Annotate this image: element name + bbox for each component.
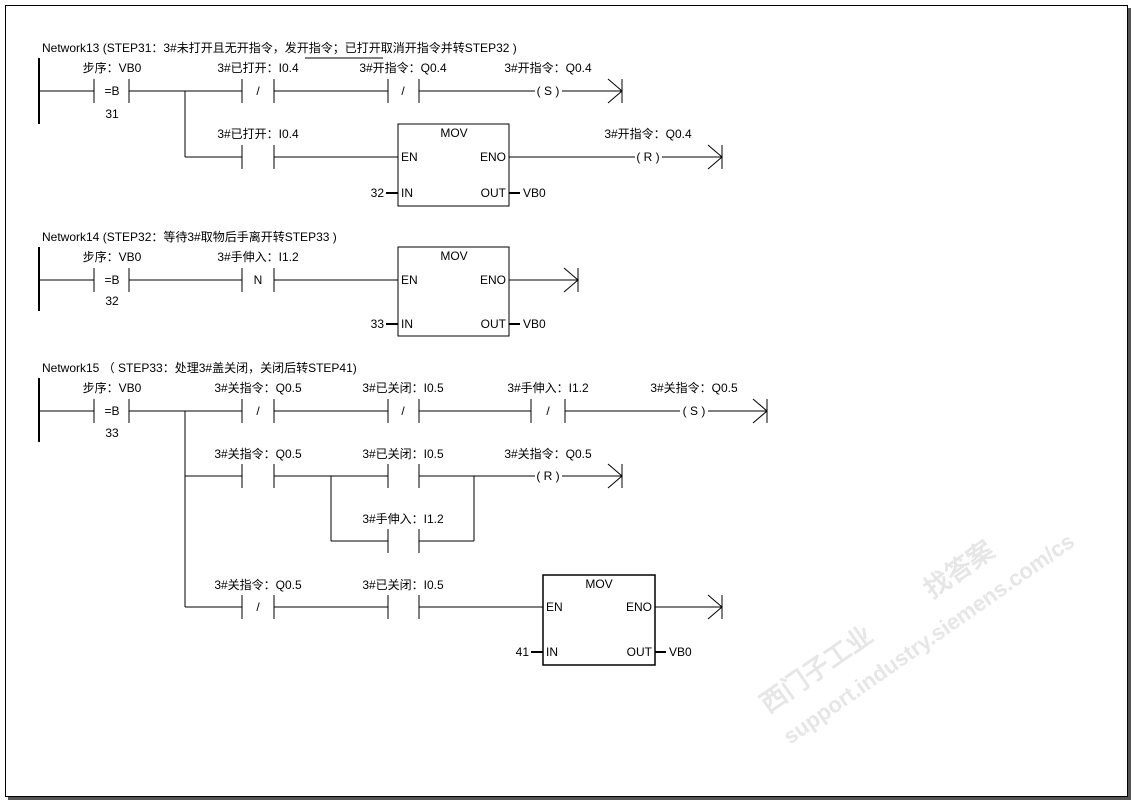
network-15: Network15 （ STEP33：处理3#盖关闭，关闭后转STEP41) 步… [38,360,768,666]
coil-label: 3#关指令：Q0.5 [650,380,738,395]
rung-end-arrow [562,78,623,104]
compare-value: 32 [105,294,119,308]
nc-contact-i0.5[interactable]: 3#已关闭：I0.5 / [362,381,444,423]
rung-end-arrow [655,594,723,620]
contact-label: 3#已关闭：I0.5 [362,381,444,395]
compare-label: 步序：VB0 [83,249,142,264]
network-title: Network13 (STEP31：3#未打开且无开指令，发开指令；已打开取消开… [42,40,517,55]
reset-coil-q0.4[interactable]: 3#开指令：Q0.4 ( R ) [604,126,692,164]
nc-contact-q0.4[interactable]: 3#开指令：Q0.4 / [359,60,447,103]
nc-contact-q0.5[interactable]: 3#关指令：Q0.5 / [214,380,302,423]
mov-in-value: 32 [371,186,385,200]
coil-symbol: ( S ) [683,404,706,418]
mov-eno: ENO [480,273,506,287]
coil-symbol: ( R ) [536,469,559,483]
rung-end-arrow [509,267,579,293]
mov-in: IN [546,645,558,659]
mov-block[interactable]: MOV EN ENO IN OUT 32 VB0 [371,123,546,207]
compare-op: =B [104,273,119,287]
mov-eno: ENO [626,600,652,614]
rung-end-arrow [708,398,768,424]
no-contact-i0.4[interactable]: 3#已打开：I0.4 [217,127,299,169]
contact-symbol: / [546,404,550,418]
compare-value: 31 [105,107,119,121]
mov-out-value: VB0 [523,186,546,200]
contact-label: 3#关指令：Q0.5 [214,380,302,395]
contact-label: 3#关指令：Q0.5 [214,446,302,461]
compare-contact[interactable]: 步序：VB0 =B 32 [39,249,142,308]
network-14: Network14 (STEP32：等待3#取物后手离开转STEP33 ) 步序… [38,229,579,337]
mov-out: OUT [627,645,653,659]
no-contact-i0.5[interactable]: 3#已关闭：I0.5 [362,447,444,488]
contact-symbol: / [256,84,260,98]
coil-label: 3#关指令：Q0.5 [504,446,592,461]
contact-symbol: / [401,84,405,98]
no-contact-i1.2[interactable]: 3#手伸入：I1.2 [362,512,444,553]
no-contact-q0.5[interactable]: 3#关指令：Q0.5 [214,446,302,488]
compare-contact[interactable]: 步序：VB0 =B 33 [39,380,142,440]
rung-end-arrow [662,144,723,170]
coil-label: 3#开指令：Q0.4 [604,126,692,141]
contact-label: 3#已打开：I0.4 [217,61,299,75]
coil-symbol: ( S ) [537,84,560,98]
compare-op: =B [104,404,119,418]
contact-label: 3#已打开：I0.4 [217,127,299,141]
contact-label: 3#已关闭：I0.5 [362,447,444,461]
contact-symbol: / [256,600,260,614]
coil-label: 3#开指令：Q0.4 [504,60,592,75]
coil-symbol: ( R ) [636,150,659,164]
contact-symbol: / [401,404,405,418]
contact-label: 3#开指令：Q0.4 [359,60,447,75]
watermark: 西门子工业 找答案 support.industry.siemens.com/c… [754,528,1079,749]
mov-eno: ENO [480,150,506,164]
reset-coil-q0.5[interactable]: 3#关指令：Q0.5 ( R ) [504,446,592,483]
mov-in-value: 41 [516,645,530,659]
nc-contact-q0.5-row3[interactable]: 3#关指令：Q0.5 / [214,577,302,619]
mov-in-value: 33 [371,317,385,331]
mov-out: OUT [481,186,507,200]
negative-transition-contact-i1.2[interactable]: 3#手伸入：I1.2 N [217,250,299,292]
mov-in: IN [401,317,413,331]
mov-block[interactable]: MOV EN ENO IN OUT 41 VB0 [516,574,692,666]
mov-en: EN [401,150,418,164]
compare-label: 步序：VB0 [83,60,142,75]
contact-symbol: N [254,273,263,287]
contact-symbol: / [256,404,260,418]
set-coil-q0.5[interactable]: 3#关指令：Q0.5 ( S ) [650,380,738,418]
mov-title: MOV [440,249,467,263]
contact-label: 3#已关闭：I0.5 [362,578,444,592]
nc-contact-i0.4[interactable]: 3#已打开：I0.4 / [217,61,299,103]
rung-end-arrow [562,463,623,489]
mov-block[interactable]: MOV EN ENO IN OUT 33 VB0 [371,246,546,337]
network-13: Network13 (STEP31：3#未打开且无开指令，发开指令；已打开取消开… [38,40,723,207]
mov-title: MOV [440,126,467,140]
network-title: Network15 （ STEP33：处理3#盖关闭，关闭后转STEP41) [42,360,357,375]
no-contact-i0.5-row3[interactable]: 3#已关闭：I0.5 [362,578,444,619]
mov-en: EN [401,273,418,287]
contact-label: 3#手伸入：I1.2 [362,512,444,526]
set-coil-q0.4[interactable]: 3#开指令：Q0.4 ( S ) [504,60,592,98]
contact-label: 3#手伸入：I1.2 [507,381,589,395]
mov-out-value: VB0 [669,645,692,659]
mov-out-value: VB0 [523,317,546,331]
compare-label: 步序：VB0 [83,380,142,395]
mov-in: IN [401,186,413,200]
watermark-url: support.industry.siemens.com/cs [779,528,1079,749]
nc-contact-i1.2[interactable]: 3#手伸入：I1.2 / [507,381,589,423]
mov-title: MOV [585,577,612,591]
compare-op: =B [104,84,119,98]
network-title: Network14 (STEP32：等待3#取物后手离开转STEP33 ) [42,229,337,244]
compare-value: 33 [105,426,119,440]
contact-label: 3#手伸入：I1.2 [217,250,299,264]
mov-en: EN [546,600,563,614]
mov-out: OUT [481,317,507,331]
contact-label: 3#关指令：Q0.5 [214,577,302,592]
compare-contact[interactable]: 步序：VB0 =B 31 [39,60,142,121]
